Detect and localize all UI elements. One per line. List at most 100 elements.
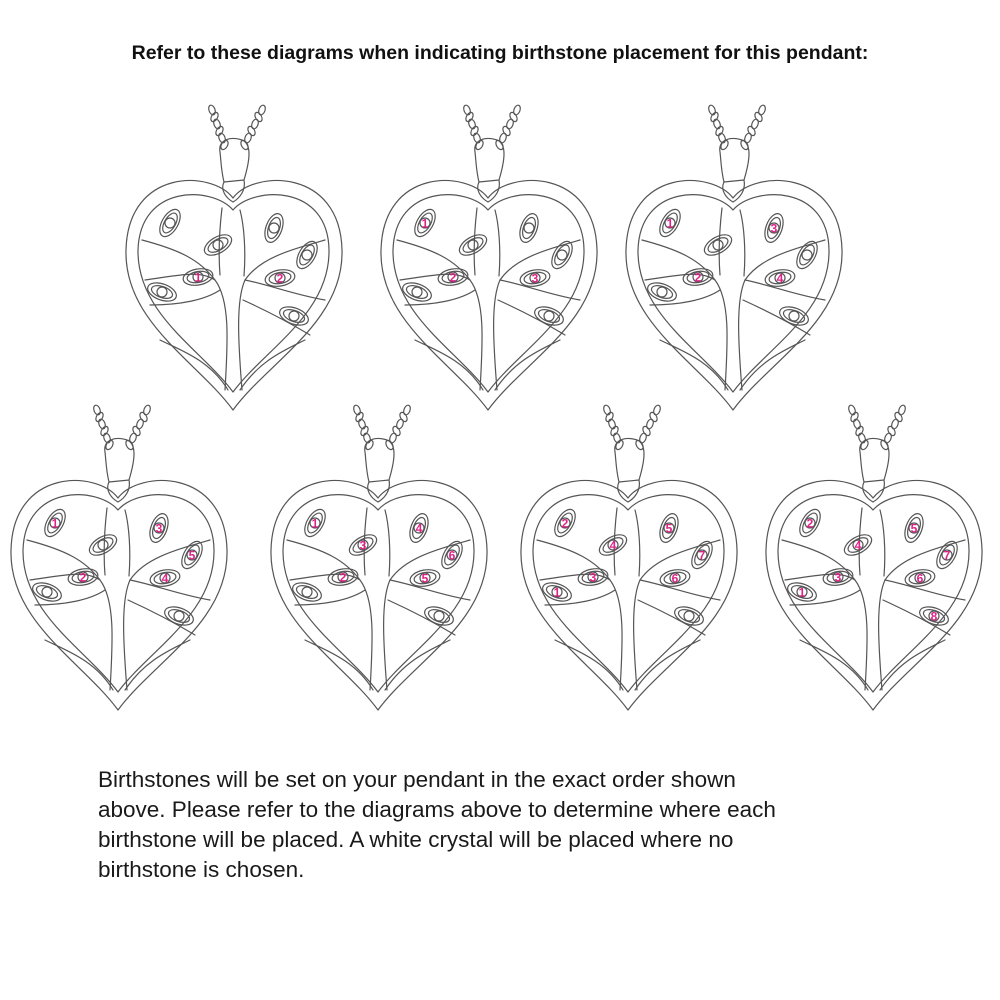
stone-slot-C: 1: [182, 268, 214, 286]
bail: [474, 137, 505, 183]
stone-slot-A: 2: [554, 508, 576, 538]
pendant-7-stones: 24 31 5 76: [520, 404, 738, 711]
stone-slot-E: 5: [904, 513, 924, 543]
note-line: Birthstones will be set on your pendant …: [98, 767, 736, 792]
birthstone-number: 4: [777, 272, 784, 286]
stone-slot-A: 1: [304, 508, 326, 538]
stone-slot-E: 3: [764, 213, 784, 243]
birthstone-number: 4: [416, 522, 423, 536]
tree-icon: [26, 507, 211, 691]
stone-slot-D: [147, 282, 177, 302]
heart-frame: [125, 179, 343, 411]
chain-icon: [603, 404, 661, 451]
bail: [614, 437, 645, 483]
heart-frame: [10, 479, 228, 711]
pendant-8-stones: 2 4 31 5 7 6 8: [765, 404, 983, 711]
birthstone-number: 7: [699, 549, 706, 563]
stone-slot-C: 3: [822, 568, 854, 586]
chain-icon: [463, 104, 521, 151]
birthstone-number: 1: [52, 517, 59, 531]
birthstone-number: 5: [911, 522, 918, 536]
stone-slot-B: 3: [348, 534, 378, 556]
birthstone-number: 7: [944, 549, 951, 563]
stone-slot-H: [674, 606, 704, 626]
stone-slot-A: 1: [414, 208, 436, 238]
birthstone-number: 3: [156, 522, 163, 536]
chain-icon: [353, 404, 411, 451]
note-line: above. Please refer to the diagrams abov…: [98, 797, 776, 822]
chain-icon: [848, 404, 906, 451]
birthstone-number: 3: [532, 272, 539, 286]
birthstone-number: 5: [189, 549, 196, 563]
bail: [104, 437, 135, 483]
stone-slot-B: 4: [843, 534, 873, 556]
stone-slot-H: 8: [919, 606, 949, 626]
stone-slot-H: [779, 306, 809, 326]
stone-slot-G: 4: [764, 269, 796, 287]
stone-slot-F: 6: [441, 540, 463, 570]
stone-slot-G: 2: [264, 269, 296, 287]
stone-slot-B: [703, 234, 733, 256]
birthstone-number: 2: [277, 272, 284, 286]
stone-slot-D: 1: [787, 582, 817, 602]
heart-frame: [520, 479, 738, 711]
stone-slot-F: 5: [181, 540, 203, 570]
birthstone-number: 4: [855, 539, 862, 553]
stone-slot-D: [32, 582, 62, 602]
bail: [364, 437, 395, 483]
birthstone-number: 1: [195, 271, 202, 285]
note-line: birthstone will be placed. A white cryst…: [98, 827, 734, 852]
birthstone-number: 1: [667, 217, 674, 231]
tree-icon: [641, 207, 826, 391]
stone-slot-D: [647, 282, 677, 302]
stone-slot-C: 2: [437, 268, 469, 286]
pendant-4-stones: 1 2 3 4: [625, 104, 843, 411]
chain-icon: [708, 104, 766, 151]
stone-slot-C: 3: [577, 568, 609, 586]
pendant-5-stones: 1 2 3 5 4: [10, 404, 228, 711]
stone-slot-H: [534, 306, 564, 326]
birthstone-number: 1: [422, 217, 429, 231]
stone-slot-D: 1: [542, 582, 572, 602]
bail: [719, 137, 750, 183]
note-line: birthstone is chosen.: [98, 857, 305, 882]
birthstone-number: 5: [666, 522, 673, 536]
stone-slot-C: 2: [67, 568, 99, 586]
stone-slot-D: [402, 282, 432, 302]
pendant-3-stones: 1 2 3: [380, 104, 598, 411]
stone-slot-F: 7: [691, 540, 713, 570]
stone-slot-H: [424, 606, 454, 626]
stone-slot-A: [159, 208, 181, 238]
stone-slot-G: 5: [409, 569, 441, 587]
stone-slot-E: [264, 213, 284, 243]
stone-slot-G: 6: [904, 569, 936, 587]
birthstone-number: 2: [695, 271, 702, 285]
birthstone-number: 2: [450, 271, 457, 285]
stone-slot-F: [796, 240, 818, 270]
stone-slot-F: [551, 240, 573, 270]
stone-slot-G: 4: [149, 569, 181, 587]
placement-note: Birthstones will be set on your pendant …: [98, 765, 776, 885]
birthstone-number: 8: [931, 610, 938, 624]
heart-frame: [270, 479, 488, 711]
stone-slot-G: 6: [659, 569, 691, 587]
bail: [219, 137, 250, 183]
stone-slot-F: [296, 240, 318, 270]
stone-slot-B: [458, 234, 488, 256]
heart-frame: [380, 179, 598, 411]
stone-slot-B: [203, 234, 233, 256]
stone-slot-A: 2: [799, 508, 821, 538]
stone-slot-E: 3: [149, 513, 169, 543]
stone-slot-H: [164, 606, 194, 626]
stone-slot-B: 4: [598, 534, 628, 556]
birthstone-number: 4: [162, 572, 169, 586]
birthstone-number: 6: [917, 572, 924, 586]
stone-slot-G: 3: [519, 269, 551, 287]
birthstone-number: 3: [771, 222, 778, 236]
heart-frame: [765, 479, 983, 711]
birthstone-number: 6: [449, 549, 456, 563]
heart-frame: [625, 179, 843, 411]
